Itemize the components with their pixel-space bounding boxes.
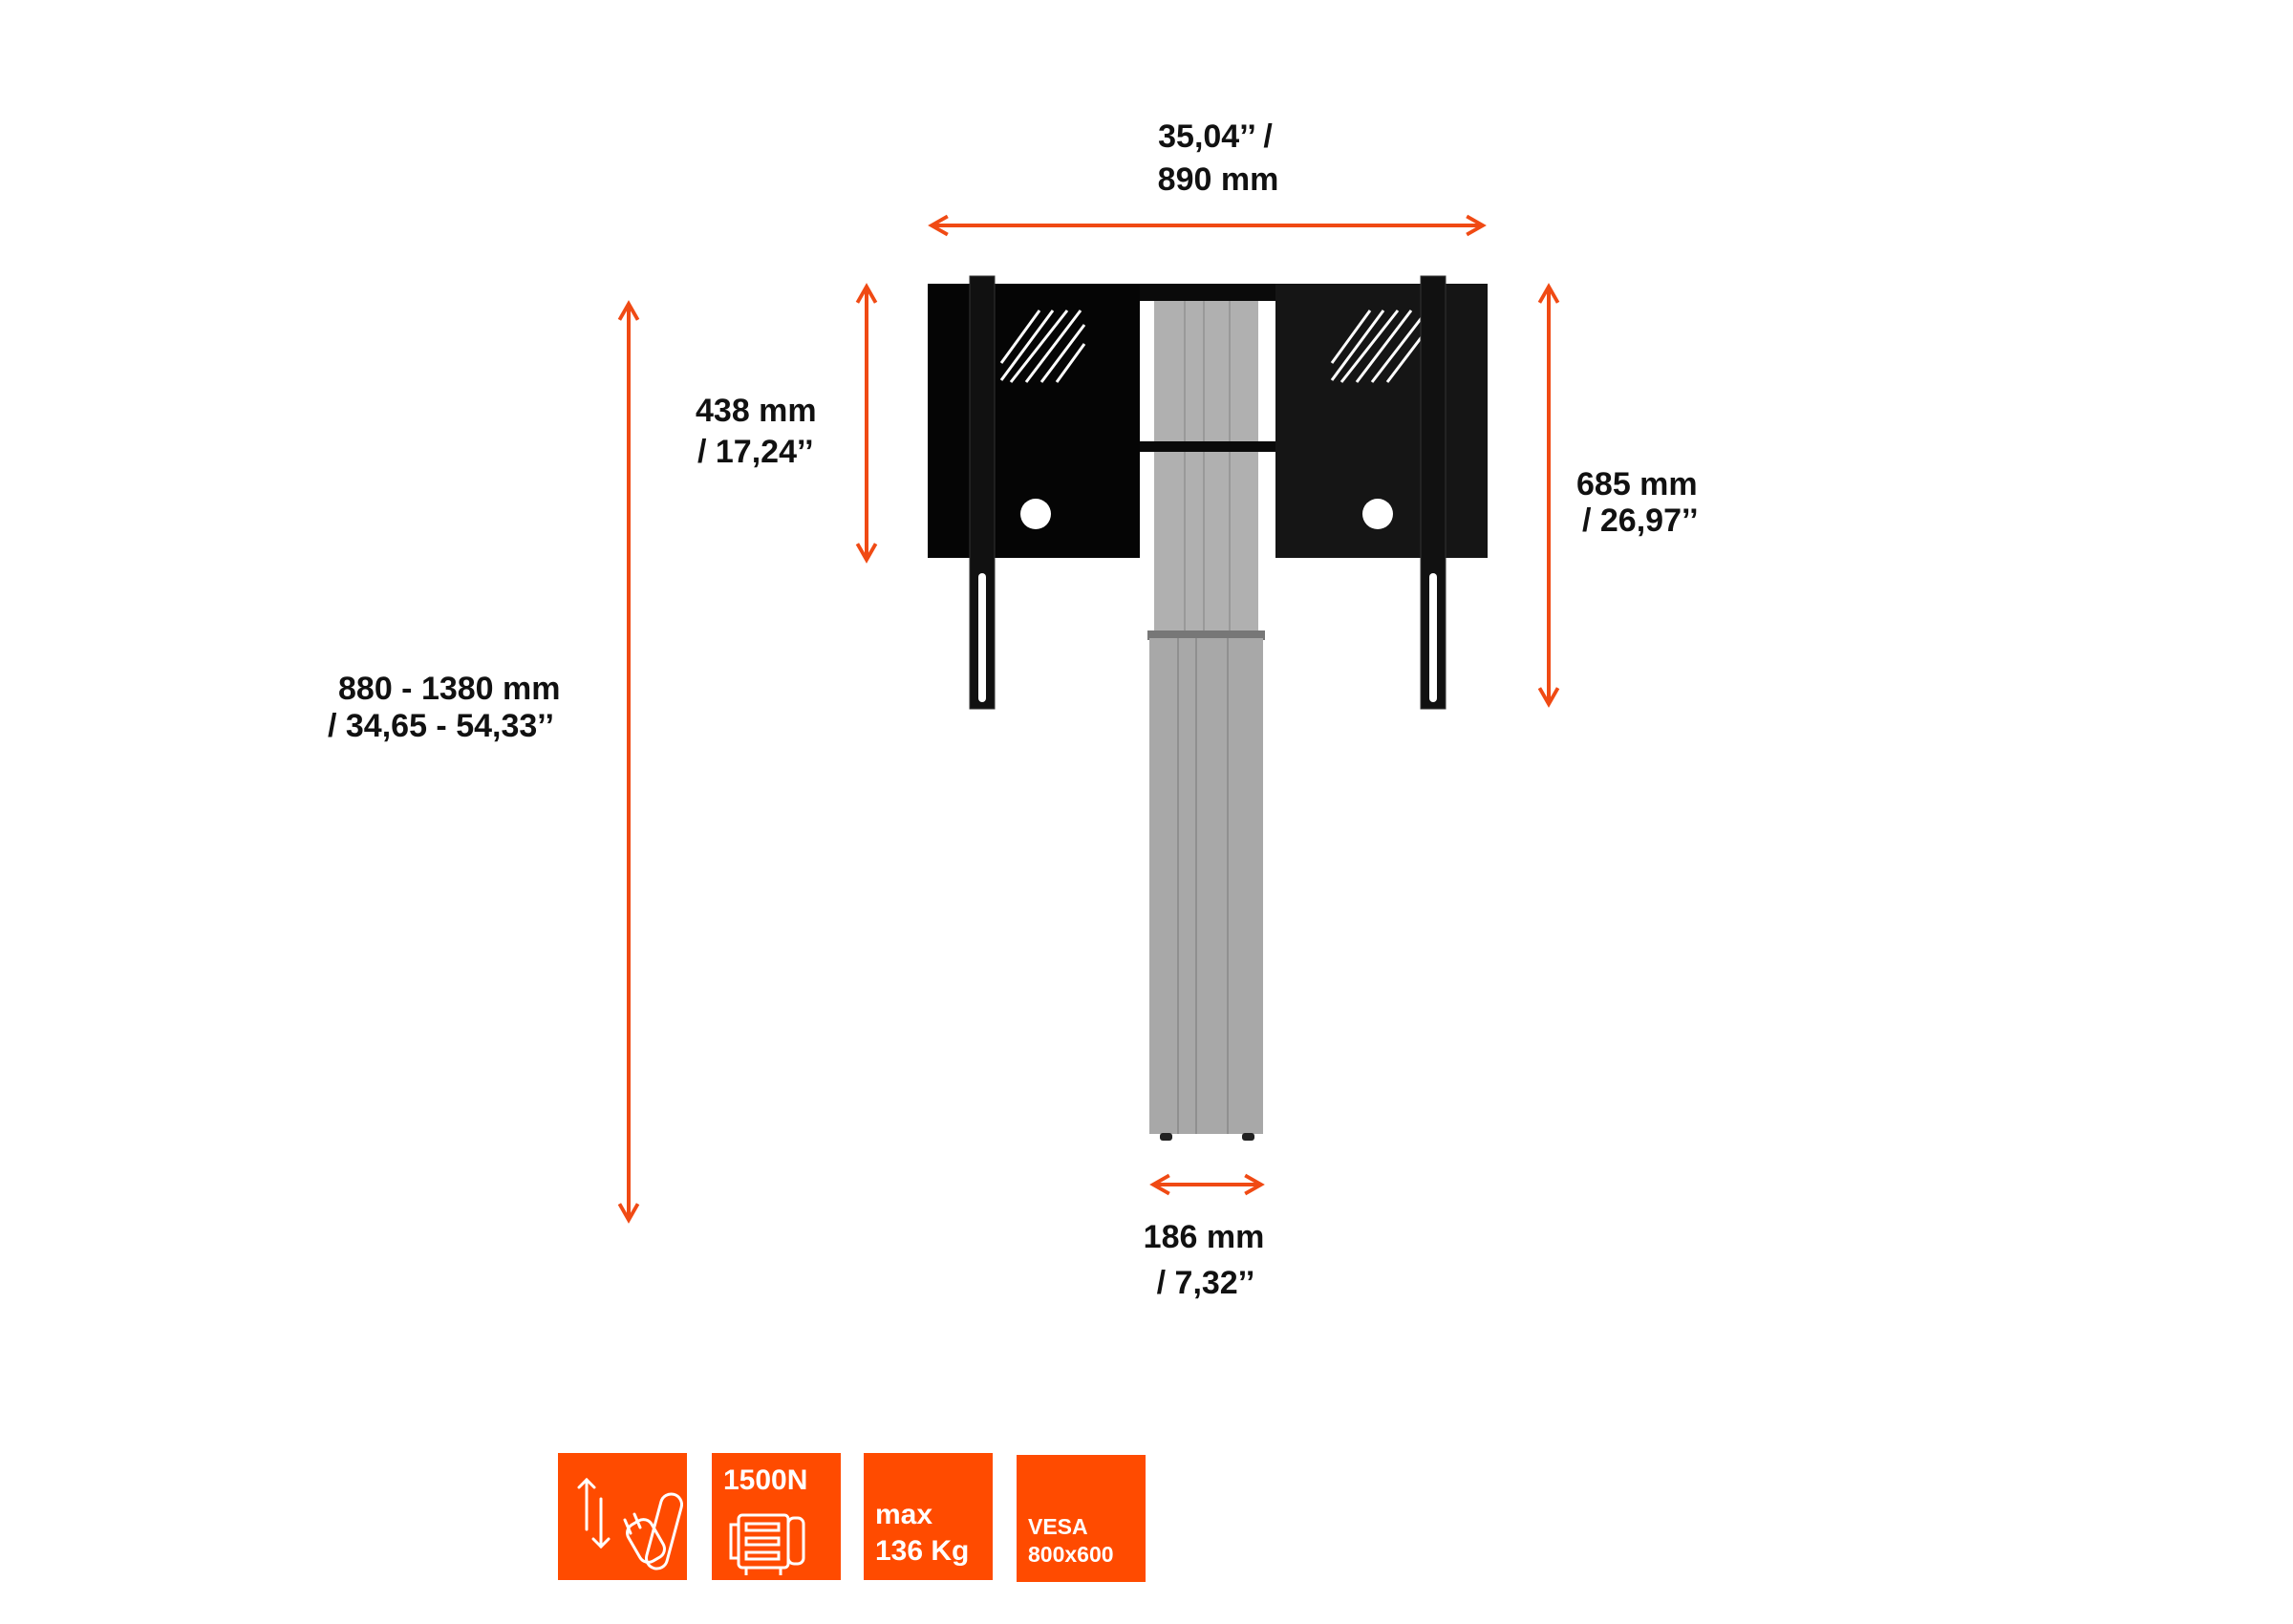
- force-label: 1500N: [723, 1464, 808, 1496]
- feature-tile-motor-force: 1500N: [712, 1453, 841, 1580]
- vesa-size-value: 800x600: [1028, 1542, 1114, 1567]
- column-width-mm-label: 186 mm: [1143, 1219, 1265, 1255]
- width-inch-label: 35,04’’ /: [1158, 118, 1273, 155]
- bracket-height-mm-label: 685 mm: [1576, 466, 1698, 502]
- vesa-label: VESA: [1028, 1514, 1088, 1539]
- plate-height-mm-label: 438 mm: [696, 393, 817, 429]
- feature-tile-electric-height: [558, 1453, 687, 1580]
- height-adjust-plug-icon: [577, 1477, 684, 1571]
- feature-tile-max-load: max 136 Kg: [864, 1453, 993, 1580]
- foot: [1160, 1133, 1172, 1141]
- feature-tile-vesa: VESA 800x600: [1017, 1455, 1146, 1582]
- width-mm-label: 890 mm: [1157, 161, 1279, 198]
- max-label: max: [875, 1499, 933, 1530]
- foot: [1242, 1133, 1254, 1141]
- total-height-inch-label: / 34,65 - 54,33’’: [328, 708, 554, 744]
- column-collar: [1147, 630, 1265, 640]
- total-height-mm-label: 880 - 1380 mm: [338, 671, 561, 707]
- display-mount: [928, 275, 1488, 710]
- cable-hole: [1362, 499, 1393, 529]
- plate-height-inch-label: / 17,24’’: [697, 434, 814, 470]
- column-width-inch-label: / 7,32’’: [1156, 1265, 1255, 1301]
- motor-icon: [729, 1513, 805, 1575]
- bracket-height-inch-label: / 26,97’’: [1582, 502, 1699, 539]
- lift-column: [1147, 301, 1265, 1141]
- cable-hole: [1020, 499, 1051, 529]
- load-value: 136 Kg: [875, 1535, 970, 1567]
